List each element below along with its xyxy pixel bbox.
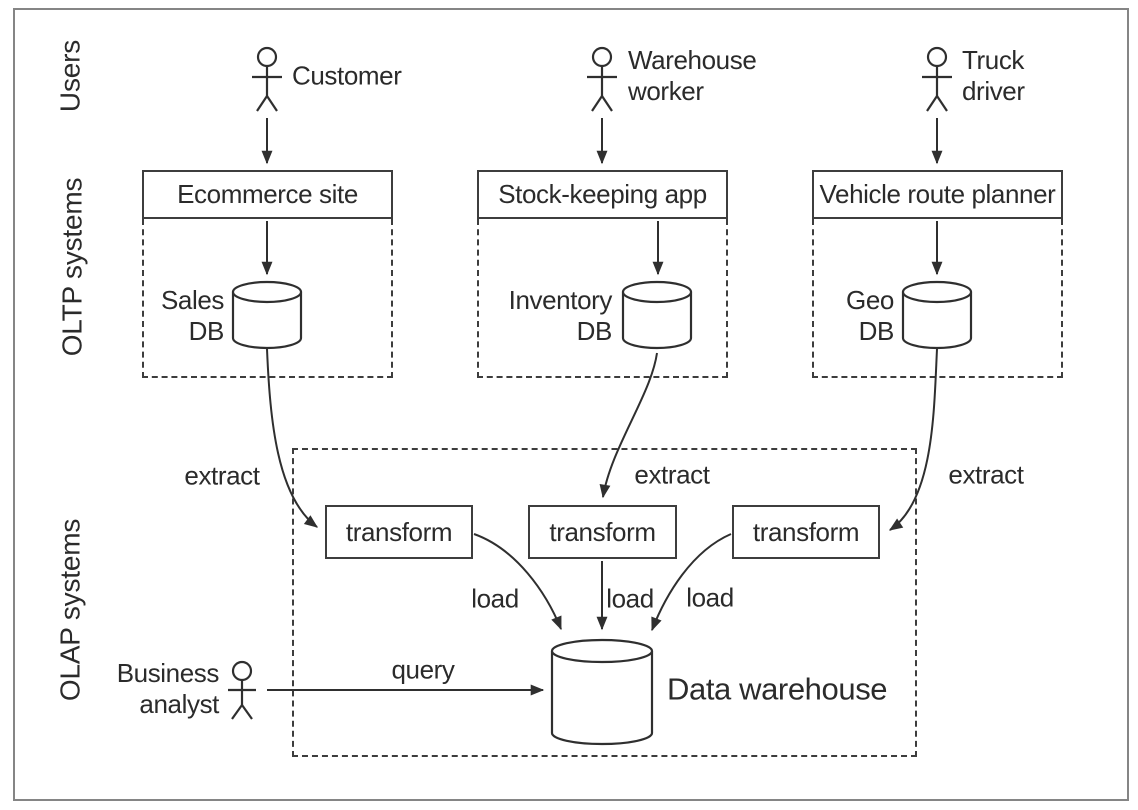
business-analyst-label-line2: analyst — [139, 689, 219, 719]
ecommerce-site-label: Ecommerce site — [177, 179, 358, 209]
lane-label-oltp-systems: OLTP systems — [56, 177, 88, 357]
lane-label-users: Users — [54, 39, 86, 113]
ecommerce-site-box: Ecommerce site — [142, 170, 393, 219]
olap-dashed-box — [292, 448, 917, 757]
warehouse-worker-label-line2: worker — [628, 76, 704, 106]
sales-db-label-line2: DB — [188, 316, 225, 346]
transform-box-1: transform — [325, 505, 473, 559]
inventory-db-label-line1: Inventory — [508, 285, 613, 315]
extract-label-3: extract — [948, 459, 1024, 490]
stock-keeping-app-box: Stock-keeping app — [477, 170, 728, 219]
transform-label-1: transform — [345, 516, 453, 547]
customer-label: Customer — [292, 60, 402, 91]
extract-label-2: extract — [634, 459, 710, 490]
warehouse-worker-label: Warehouse worker — [628, 45, 757, 107]
truck-driver-label: Truck driver — [962, 45, 1025, 107]
geo-db-label-line1: Geo — [846, 285, 894, 315]
geo-db-label: Geo DB — [846, 285, 894, 347]
business-analyst-label: Business analyst — [116, 658, 220, 720]
vehicle-route-planner-label: Vehicle route planner — [819, 179, 1056, 209]
business-analyst-label-line1: Business — [116, 658, 220, 688]
truck-driver-label-line1: Truck — [962, 45, 1025, 75]
inventory-db-label-line2: DB — [576, 316, 613, 346]
inventory-db-label: Inventory DB — [508, 285, 613, 347]
transform-label-2: transform — [549, 516, 656, 547]
lane-label-olap-systems: OLAP systems — [54, 518, 86, 702]
geo-db-label-line2: DB — [858, 316, 895, 346]
load-label-1: load — [471, 583, 519, 614]
transform-label-3: transform — [752, 516, 860, 547]
load-label-2: load — [606, 583, 654, 614]
load-label-3: load — [686, 582, 734, 613]
data-warehouse-label: Data warehouse — [667, 671, 888, 707]
sales-db-label-line1: Sales — [160, 285, 224, 315]
transform-box-2: transform — [528, 505, 677, 559]
warehouse-worker-label-line1: Warehouse — [628, 45, 757, 75]
truck-driver-label-line2: driver — [962, 76, 1025, 106]
stock-keeping-app-label: Stock-keeping app — [498, 179, 707, 209]
transform-box-3: transform — [732, 505, 880, 559]
sales-db-label: Sales DB — [161, 285, 224, 347]
query-label: query — [391, 654, 455, 685]
extract-label-1: extract — [184, 460, 260, 491]
vehicle-route-planner-box: Vehicle route planner — [812, 170, 1063, 219]
